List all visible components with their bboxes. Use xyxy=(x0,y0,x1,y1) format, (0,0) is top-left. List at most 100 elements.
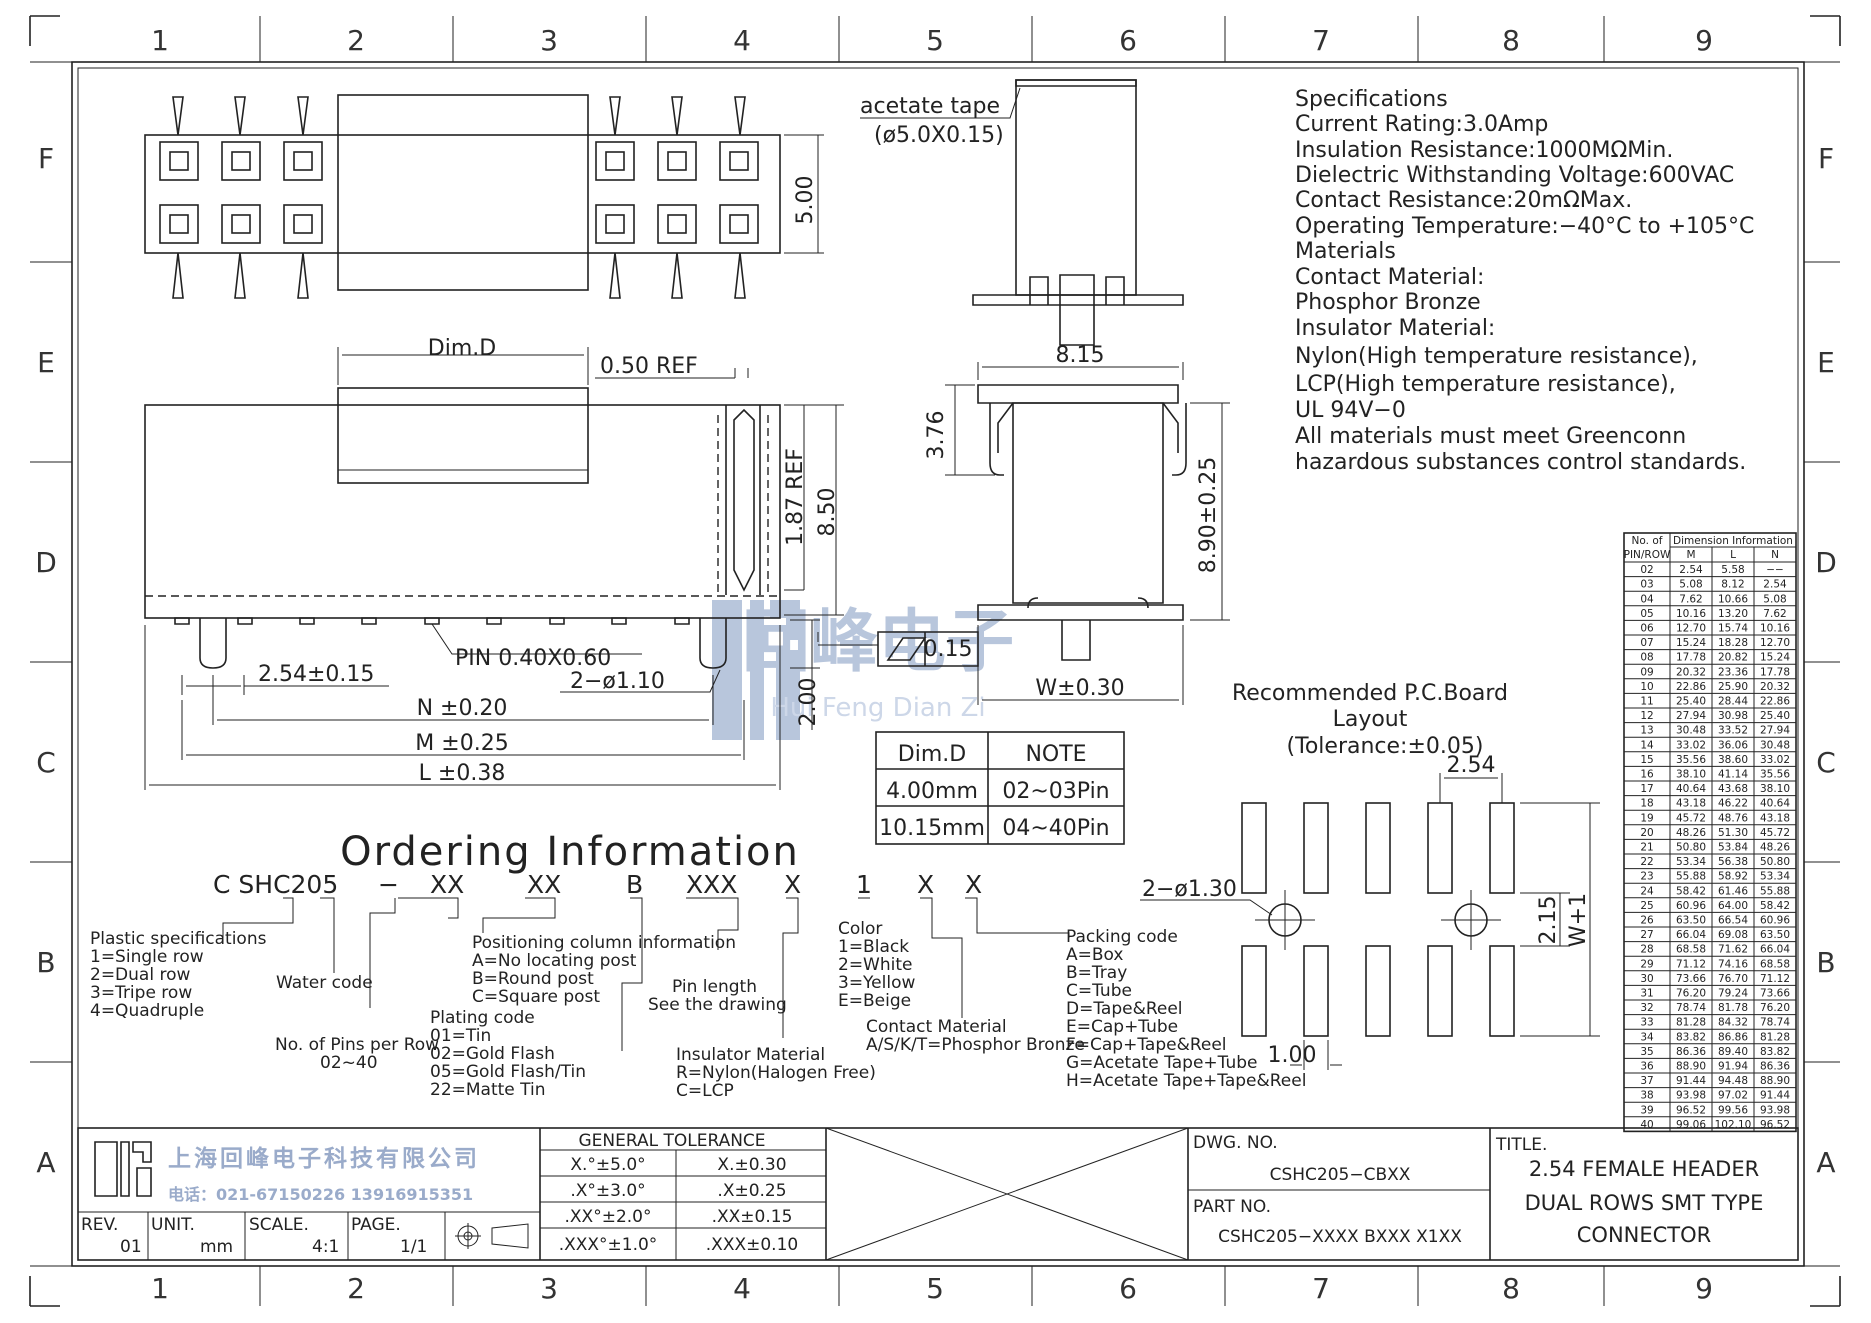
dim-table-cell: 17.78 xyxy=(1676,652,1706,664)
dim-table-cell: 17 xyxy=(1640,783,1653,795)
dim-table-cell: 86.36 xyxy=(1760,1061,1790,1073)
color-label: Color xyxy=(838,919,882,939)
dim-table-cell: 26 xyxy=(1640,915,1654,927)
dim-table-cell: 7.62 xyxy=(1679,593,1702,605)
spec-line: All materials must meet Greenconn xyxy=(1295,424,1686,449)
dim-table-cell: 38.10 xyxy=(1676,769,1706,781)
dim-table-cell: 48.26 xyxy=(1676,827,1706,839)
dim-table-cell: 81.28 xyxy=(1760,1031,1790,1043)
dim-table-cell: 64.00 xyxy=(1718,900,1748,912)
pin-length-label: Pin length xyxy=(672,977,757,997)
order-code-part: X xyxy=(784,870,801,899)
dim-table-cell: 35 xyxy=(1640,1046,1653,1058)
dim-table-cell: 76.20 xyxy=(1676,988,1706,1000)
dim-table-header: PIN/ROW xyxy=(1624,549,1671,561)
rev-label: REV. xyxy=(81,1215,118,1235)
zone-label: C xyxy=(36,746,56,779)
n-label: N ±0.20 xyxy=(417,696,508,721)
dim-table-cell: 91.94 xyxy=(1718,1061,1748,1073)
dim-table-cell: 58.42 xyxy=(1676,885,1706,897)
dim-table-cell: 58.92 xyxy=(1718,871,1748,883)
spec-line: Current Rating:3.0Amp xyxy=(1295,112,1548,137)
dim-table-cell: 39 xyxy=(1640,1104,1653,1116)
spec-line: hazardous substances control standards. xyxy=(1295,450,1746,475)
packing-label: Packing code xyxy=(1066,927,1178,947)
insulator-option: R=Nylon(Halogen Free) xyxy=(676,1063,876,1083)
specifications-block: Specifications Current Rating:3.0Amp Ins… xyxy=(1295,87,1754,475)
dwg-no-value: CSHC205−CBXX xyxy=(1270,1165,1411,1185)
order-code-part: X xyxy=(917,870,934,899)
dim-table-cell: 20.32 xyxy=(1760,681,1790,693)
dim-table-cell: 43.18 xyxy=(1760,812,1790,824)
pitch-label: 2.54±0.15 xyxy=(258,662,374,687)
dim-w-label: W±0.30 xyxy=(1035,676,1124,701)
dim-table-cell: 15.74 xyxy=(1718,623,1748,635)
dim-table-cell: 8.12 xyxy=(1721,579,1744,591)
packing-option: A=Box xyxy=(1066,945,1123,965)
zone-dividers xyxy=(30,16,1840,1306)
dim-table-cell: 81.28 xyxy=(1676,1017,1706,1029)
dim-table-cell: 09 xyxy=(1640,666,1653,678)
zone-label: F xyxy=(1818,142,1834,175)
dim-table-cell: 14 xyxy=(1640,739,1654,751)
dim-table-cell: 15.24 xyxy=(1760,652,1790,664)
insulator-label: Insulator Material xyxy=(676,1045,825,1065)
insulator-option: C=LCP xyxy=(676,1081,734,1101)
zone-label: 9 xyxy=(1695,1272,1713,1305)
dim-table-cell: 61.46 xyxy=(1718,885,1748,897)
order-code-part: XXX xyxy=(686,870,737,899)
dim-table-cell: 05 xyxy=(1640,608,1653,620)
dim-table-col-header: N xyxy=(1771,549,1779,561)
packing-option: E=Cap+Tube xyxy=(1066,1017,1178,1037)
dim-table-cell: 36 xyxy=(1640,1061,1654,1073)
pcb-pitch-label: 2.54 xyxy=(1447,753,1496,778)
dim-table-cell: 19 xyxy=(1640,812,1653,824)
dim-table-cell: 7.62 xyxy=(1763,608,1786,620)
dim-table-col-header: M xyxy=(1686,549,1695,561)
width-label: 8.15 xyxy=(1056,343,1105,368)
dim-table-cell: 22 xyxy=(1640,856,1653,868)
zone-label: B xyxy=(36,946,55,979)
order-code-part: XX xyxy=(527,870,561,899)
spec-line: Insulation Resistance:1000MΩMin. xyxy=(1295,138,1673,163)
m-label: M ±0.25 xyxy=(415,731,508,756)
projection-symbol-icon xyxy=(455,1223,529,1249)
zone-label: E xyxy=(1817,346,1835,379)
dim-table-cell: 06 xyxy=(1640,623,1654,635)
spec-line: Specifications xyxy=(1295,87,1448,112)
dim-table-cell: 23 xyxy=(1640,871,1653,883)
water-code-label: Water code xyxy=(276,973,373,993)
plating-label: Plating code xyxy=(430,1008,535,1028)
dim-table-cell: 83.82 xyxy=(1760,1046,1790,1058)
dim-note-header: NOTE xyxy=(1025,742,1086,767)
dim-table-cell: 91.44 xyxy=(1676,1075,1706,1087)
dim-table-cell: 20.32 xyxy=(1676,666,1706,678)
order-code-part: C SHC205 xyxy=(213,870,338,899)
dim-table-cell: 73.66 xyxy=(1676,973,1706,985)
dim-table-cell: −− xyxy=(1766,564,1784,576)
title-block: 上海回峰电子科技有限公司 电话：021-67150226 13916915351… xyxy=(77,1127,1799,1261)
zone-label: 7 xyxy=(1312,1272,1330,1305)
dim-table-cell: 5.08 xyxy=(1763,593,1786,605)
dim-table-cell: 25 xyxy=(1640,900,1653,912)
zone-label: 4 xyxy=(733,1272,751,1305)
dim-table-cell: 15 xyxy=(1640,754,1653,766)
dim-table-cell: 81.78 xyxy=(1718,1002,1748,1014)
dim-table-cell: 96.52 xyxy=(1676,1104,1706,1116)
ordering-information: Ordering Information C SHC205 − XX XX B … xyxy=(90,829,1306,1101)
dim-table-cell: 88.90 xyxy=(1760,1075,1790,1087)
tolerance-linear: .X±0.25 xyxy=(717,1181,786,1201)
dim-200-label: 2.00 xyxy=(796,678,821,727)
pcb-hole-label: 2−ø1.30 xyxy=(1142,877,1237,902)
dim-table-cell: 40.64 xyxy=(1760,798,1790,810)
tolerance-linear: .XX±0.15 xyxy=(712,1207,793,1227)
dim-table-cell: 5.58 xyxy=(1721,564,1744,576)
plastic-label: Plastic specifications xyxy=(90,929,267,949)
dim-table-cell: 25.40 xyxy=(1676,696,1706,708)
dim-table-cell: 20 xyxy=(1640,827,1653,839)
dim-table-cell: 33.02 xyxy=(1760,754,1790,766)
dim-table-cell: 36.06 xyxy=(1718,739,1748,751)
plastic-option: 1=Single row xyxy=(90,947,204,967)
dim-table-cell: 94.48 xyxy=(1718,1075,1748,1087)
